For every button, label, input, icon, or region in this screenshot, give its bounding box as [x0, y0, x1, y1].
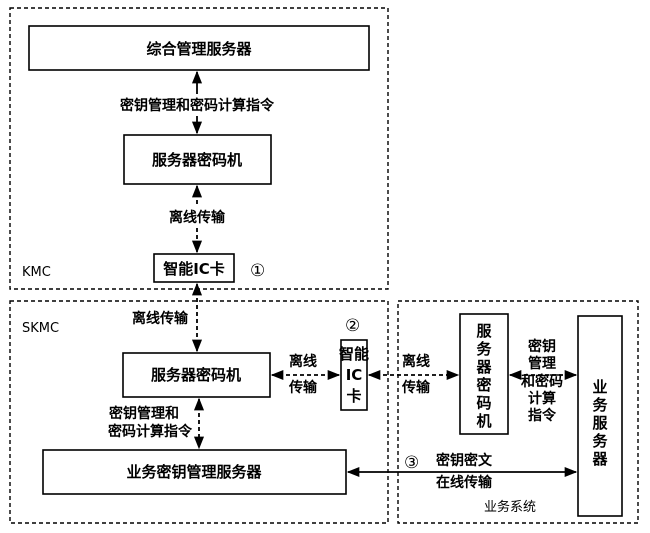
- kmc-smart-ic-card-label: 智能IC卡: [163, 260, 225, 278]
- marker-three: ③: [404, 453, 419, 473]
- business-key-management-server-box: [42, 449, 347, 495]
- business-crypto-machine-char-5: 码: [476, 394, 491, 412]
- kmc-offline-label: 离线传输: [169, 209, 226, 226]
- kmc-command-label: 密钥管理和密码计算指令: [119, 97, 275, 114]
- marker-one: ①: [250, 261, 265, 281]
- cross-offline-label-bg: [126, 308, 192, 328]
- skmc-smart-ic-card-label-line-1: 智能: [339, 345, 369, 363]
- skmc-crypto-machine-label: 服务器密码机: [151, 366, 241, 384]
- online-transfer-label-line-1: 密钥密文: [435, 452, 493, 469]
- business-offline-label-line-1: 离线: [402, 353, 430, 370]
- marker-two: ②: [345, 316, 360, 336]
- business-server-char-3: 服: [592, 414, 608, 432]
- business-command-label-line-1: 密钥: [527, 338, 556, 355]
- kmc-region-label: KMC: [22, 265, 51, 280]
- business-server-char-2: 务: [592, 396, 608, 414]
- business-command-label-line-2: 管理: [528, 355, 556, 372]
- business-crypto-machine-char-2: 务: [476, 340, 492, 358]
- business-crypto-machine-char-1: 服: [476, 322, 492, 340]
- business-crypto-machine-char-6: 机: [476, 412, 491, 430]
- business-server-char-5: 器: [591, 450, 608, 468]
- business-server-char-4: 务: [592, 432, 608, 450]
- business-command-label-line-3: 和密码: [521, 373, 563, 390]
- business-crypto-machine-box: [459, 313, 509, 435]
- business-server-char-1: 业: [592, 378, 607, 396]
- business-system-region: [397, 300, 639, 524]
- kmc-offline-label-bg: [157, 206, 237, 228]
- kmc-crypto-machine-box: [123, 134, 272, 185]
- skmc-smart-ic-card-label-line-2: IC: [346, 366, 363, 384]
- integrated-management-server-label: 综合管理服务器: [146, 40, 252, 58]
- business-command-label-line-4: 计算: [528, 390, 556, 407]
- business-offline-label-line-2: 传输: [401, 379, 431, 396]
- skmc-smart-ic-card-label-line-3: 卡: [346, 387, 361, 405]
- skmc-offline-label-line-1: 离线: [289, 353, 317, 370]
- business-server-box: [577, 315, 623, 517]
- business-crypto-machine-char-4: 密: [476, 376, 491, 394]
- integrated-management-server-box: [28, 25, 370, 71]
- skmc-region-label: SKMC: [22, 321, 59, 336]
- cross-offline-label: 离线传输: [132, 310, 189, 327]
- skmc-command-label-line-2: 密码计算指令: [107, 423, 193, 440]
- business-key-management-server-label: 业务密钥管理服务器: [126, 463, 262, 481]
- kmc-crypto-machine-label: 服务器密码机: [152, 151, 242, 169]
- business-command-label-line-5: 指令: [528, 407, 557, 424]
- skmc-smart-ic-card-box: [340, 339, 368, 411]
- skmc-command-label-line-1: 密钥管理和: [108, 405, 179, 422]
- skmc-offline-label-line-2: 传输: [288, 379, 318, 396]
- kmc-smart-ic-card-box: [153, 253, 235, 283]
- business-crypto-machine-char-3: 器: [475, 358, 492, 376]
- business-system-label: 业务系统: [484, 499, 536, 515]
- kmc-command-label-bg: [104, 94, 290, 116]
- skmc-crypto-machine-box: [122, 352, 271, 398]
- online-transfer-label-line-2: 在线传输: [436, 474, 493, 491]
